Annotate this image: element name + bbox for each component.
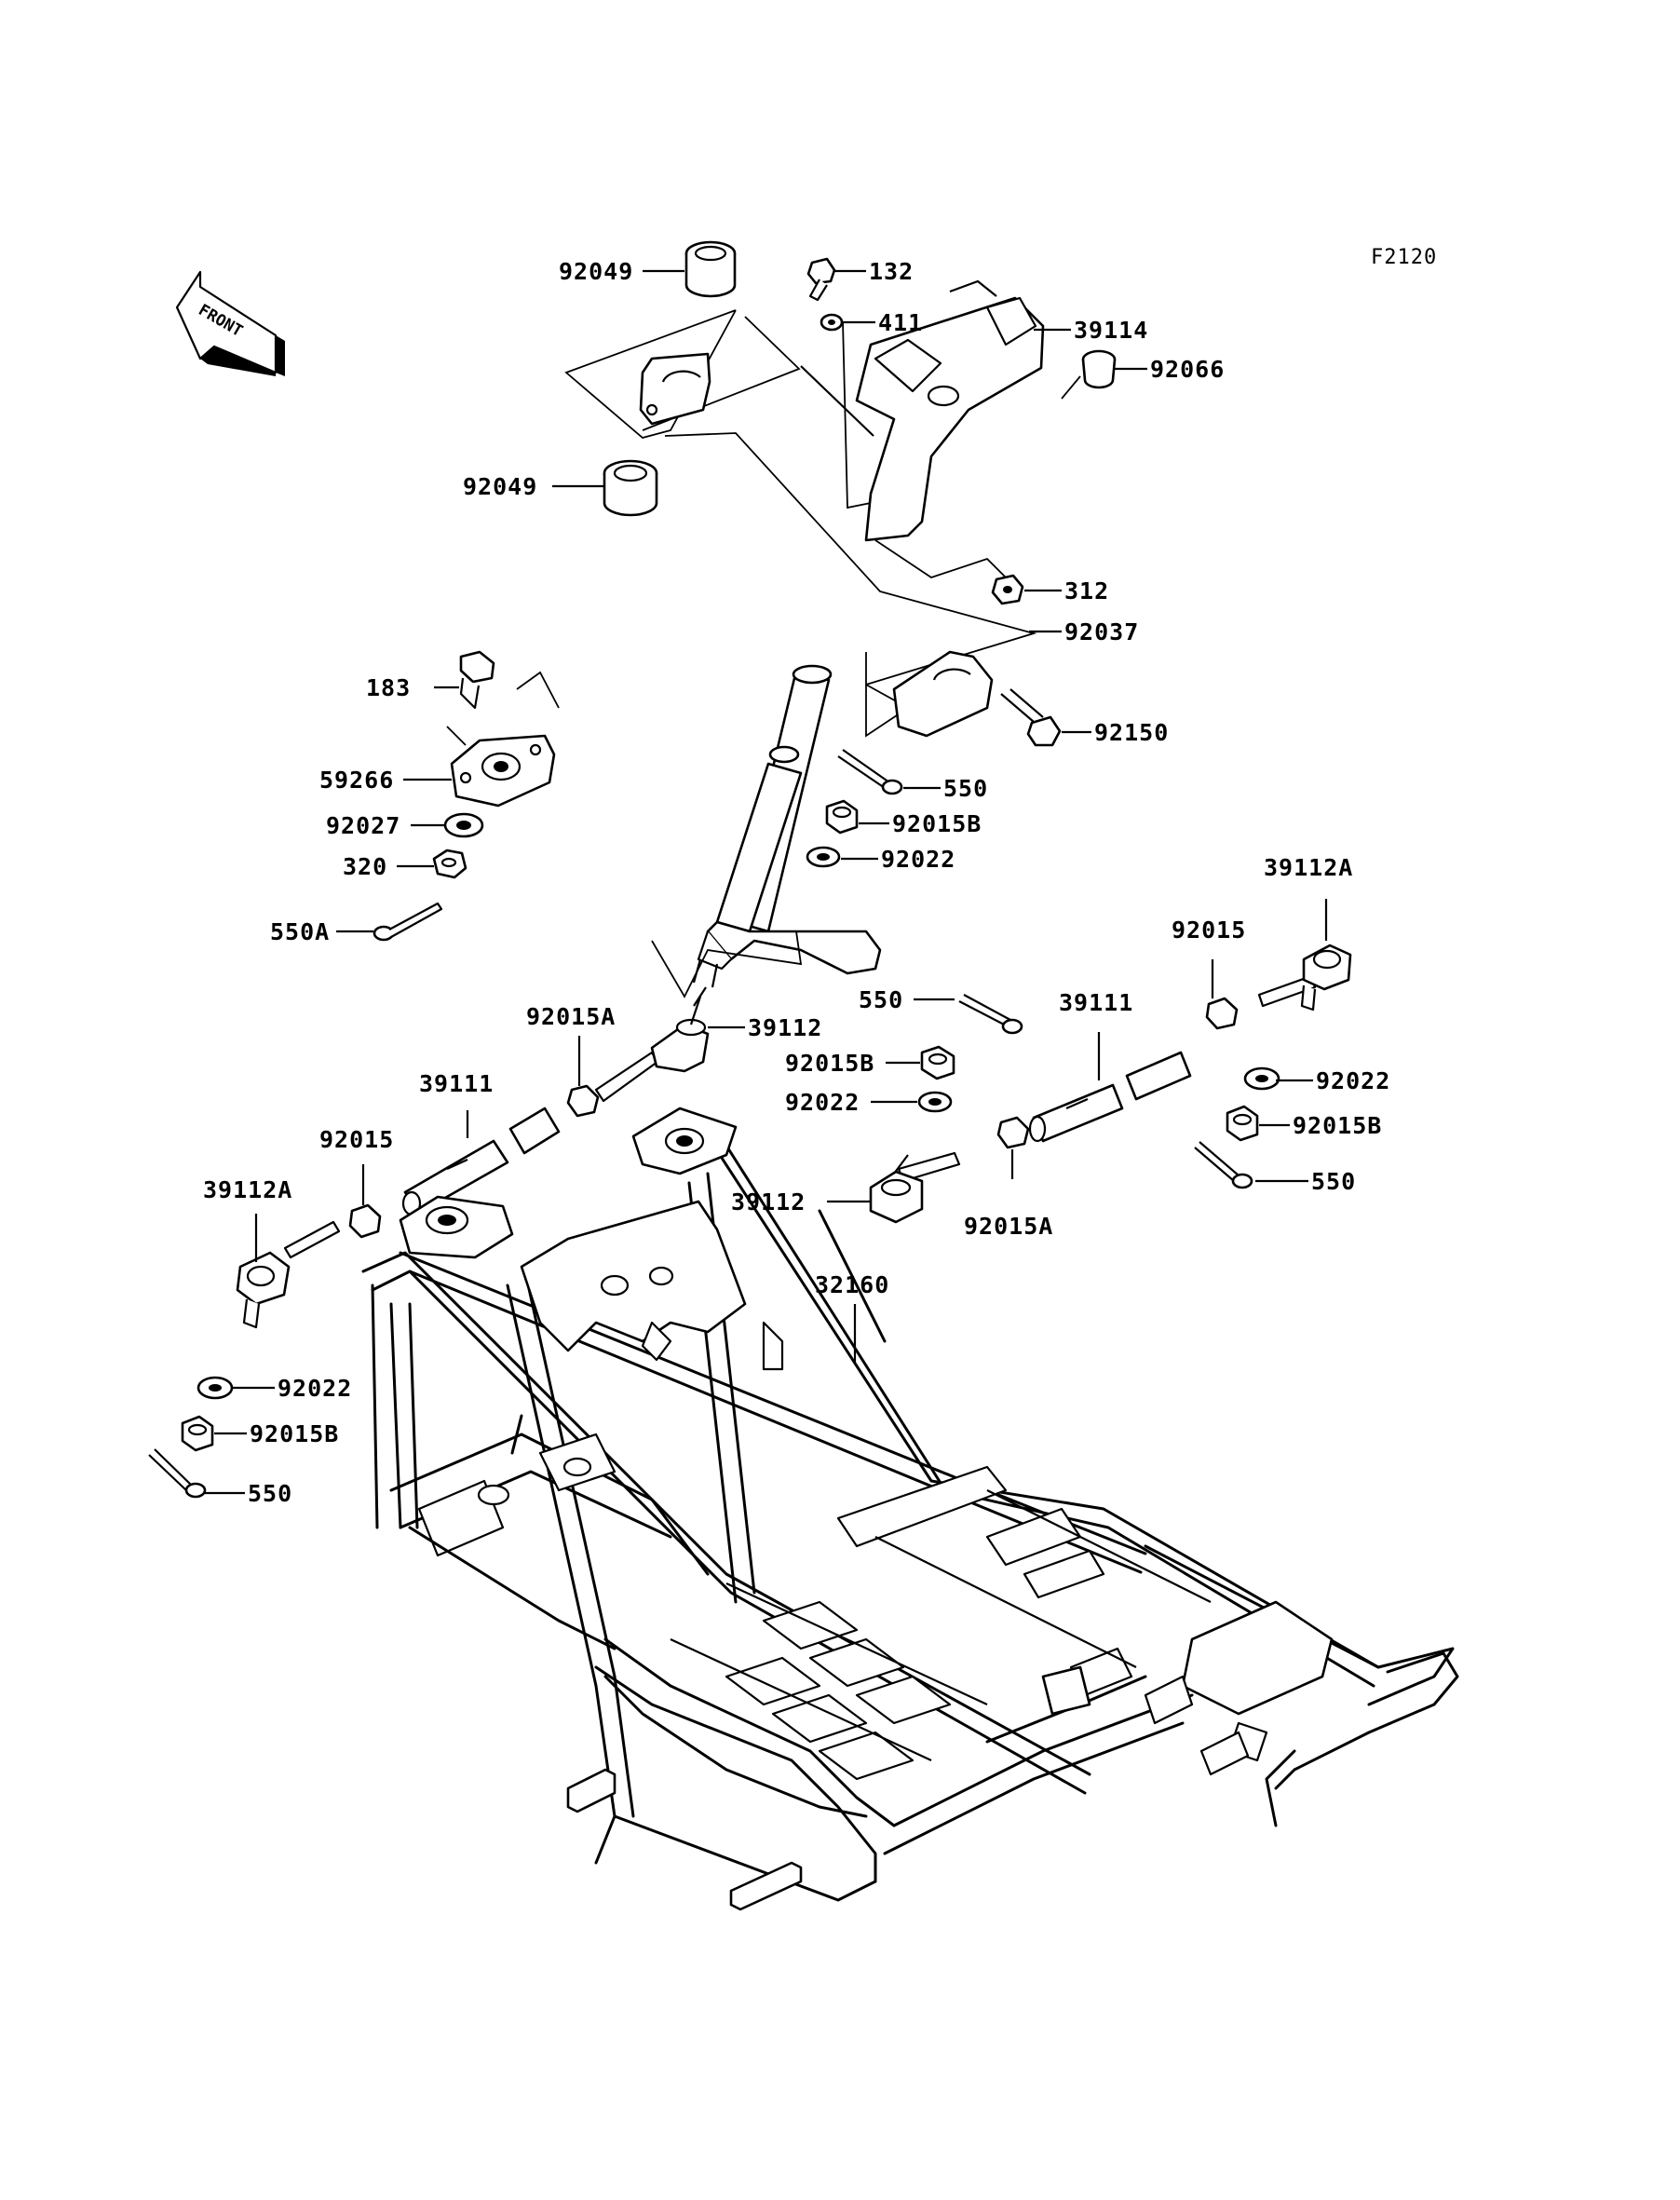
tie-rod-end-39112A-left [236,1220,341,1329]
nut-92015A-right [996,1116,1030,1149]
label-92066: 92066 [1150,356,1225,383]
label-132: 132 [869,258,914,285]
label-312: 312 [1064,577,1109,604]
nut-92015B-upper [825,799,859,835]
label-550-lower-left: 550 [248,1480,292,1507]
label-92022-mid: 92022 [785,1089,860,1116]
right-shaft-hardware [806,749,903,868]
label-550-upper: 550 [943,775,988,802]
cap-92066 [1081,349,1117,389]
bolt-183 [459,650,495,710]
nut-92015-right [1205,997,1239,1030]
label-183: 183 [366,674,411,701]
washer-92027 [443,812,484,838]
label-59266: 59266 [319,767,394,794]
bracket-59266 [446,671,560,808]
label-92022-lower-left: 92022 [278,1375,352,1402]
tie-rod-39111-right [1028,1051,1192,1143]
label-411: 411 [878,309,923,336]
washer-92022-upper [806,846,841,868]
washer-411 [820,313,844,332]
label-32160: 32160 [815,1271,889,1298]
label-92015B-lower-left: 92015B [250,1420,339,1447]
cotter-pin-550-right [1194,1141,1253,1189]
tie-rod-end-39112A-right [1257,944,1352,1012]
tie-rod-end-39112-center [594,986,710,1103]
label-320: 320 [343,853,387,880]
nut-92015-left [348,1203,382,1239]
leader-lines [205,269,1328,1495]
nut-320 [432,849,467,879]
label-92015B-mid: 92015B [785,1050,874,1077]
label-92049-upper: 92049 [559,258,633,285]
figure-id: F2120 [1371,246,1437,269]
label-92027: 92027 [326,812,400,839]
nut-312 [991,574,1024,605]
label-550A: 550A [270,918,330,945]
frame-32160 [361,1107,1459,1911]
label-92015-right: 92015 [1172,917,1246,944]
steering-holder-assembly [564,240,1117,747]
label-92022-upper: 92022 [881,846,955,873]
label-550-mid: 550 [859,986,903,1013]
washer-92022-right [1243,1066,1280,1091]
nut-92015B-mid [920,1045,955,1080]
front-arrow-icon: FRONT [175,270,285,376]
label-550-right: 550 [1311,1168,1356,1195]
label-39111-right: 39111 [1059,989,1133,1016]
steering-shaft [651,664,882,998]
washer-92022-mid [917,1091,953,1113]
label-92037: 92037 [1064,618,1139,645]
tie-rod-39111-left [401,1107,561,1216]
label-39112-center: 39112 [748,1014,822,1041]
washer-92022-lower-left [196,1376,234,1400]
label-92022-right: 92022 [1316,1067,1390,1094]
label-39112A-right: 39112A [1264,854,1353,881]
nut-92015B-right [1226,1105,1259,1142]
callout-labels: 92049 132 411 39114 92066 92049 312 9203… [203,258,1390,1507]
label-92015B-right: 92015B [1293,1112,1382,1139]
bolt-132 [806,257,836,302]
label-39114: 39114 [1074,317,1148,344]
cotter-pin-550A [373,902,443,942]
nut-92015A-center [566,1084,600,1118]
label-39111-left: 39111 [419,1070,494,1097]
handlebar-holder-39114 [800,279,1045,542]
cotter-pin-550-upper [837,749,903,795]
label-92015B-upper: 92015B [892,810,982,837]
clamp-lower [892,650,994,738]
bolt-92150 [1000,688,1062,747]
cotter-pin-550-lower-left [148,1448,207,1499]
cotter-pin-550-mid [958,994,1023,1035]
label-92049-lower: 92049 [463,473,537,500]
bush-92049-lower [603,459,658,517]
label-39112-middle: 39112 [731,1188,806,1215]
nut-92015B-lower-left [181,1415,214,1452]
label-92150: 92150 [1094,719,1169,746]
label-92015-left: 92015 [319,1126,394,1153]
label-39112A-left: 39112A [203,1176,292,1203]
label-92015A-right: 92015A [964,1213,1053,1240]
tie-rod-end-39112-middle [869,1151,961,1224]
bush-92049-upper [684,240,737,298]
label-92015A-center: 92015A [526,1003,616,1030]
left-steering-parts [373,650,560,942]
clamp-upper [639,352,711,426]
